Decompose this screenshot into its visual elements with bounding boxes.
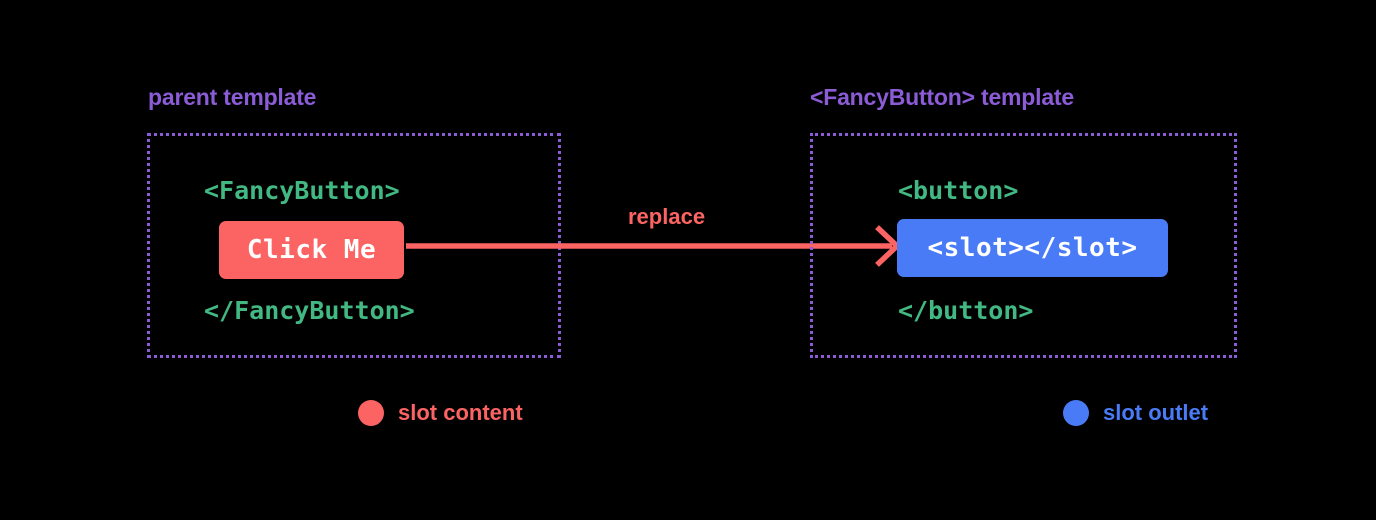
legend-item-slot-content: slot content	[358, 400, 523, 426]
parent-template-heading: parent template	[148, 84, 317, 110]
parent-close-tag: </FancyButton>	[204, 296, 415, 325]
legend-item-slot-outlet: slot outlet	[1063, 400, 1208, 426]
legend-label-slot-outlet: slot outlet	[1103, 400, 1209, 425]
legend-label-slot-content: slot content	[398, 400, 523, 425]
fancybutton-template-heading: <FancyButton> template	[810, 84, 1074, 110]
legend-dot-icon-slot-content	[358, 400, 384, 426]
slot-outlet-chip[interactable]: <slot></slot>	[897, 219, 1168, 277]
fancybutton-template-box	[810, 133, 1237, 358]
button-close-tag: </button>	[898, 296, 1034, 325]
replace-arrow-label: replace	[628, 204, 706, 229]
button-open-tag: <button>	[898, 176, 1019, 205]
slot-content-chip[interactable]: Click Me	[219, 221, 404, 279]
parent-open-tag: <FancyButton>	[204, 176, 400, 205]
legend-dot-icon-slot-outlet	[1063, 400, 1089, 426]
